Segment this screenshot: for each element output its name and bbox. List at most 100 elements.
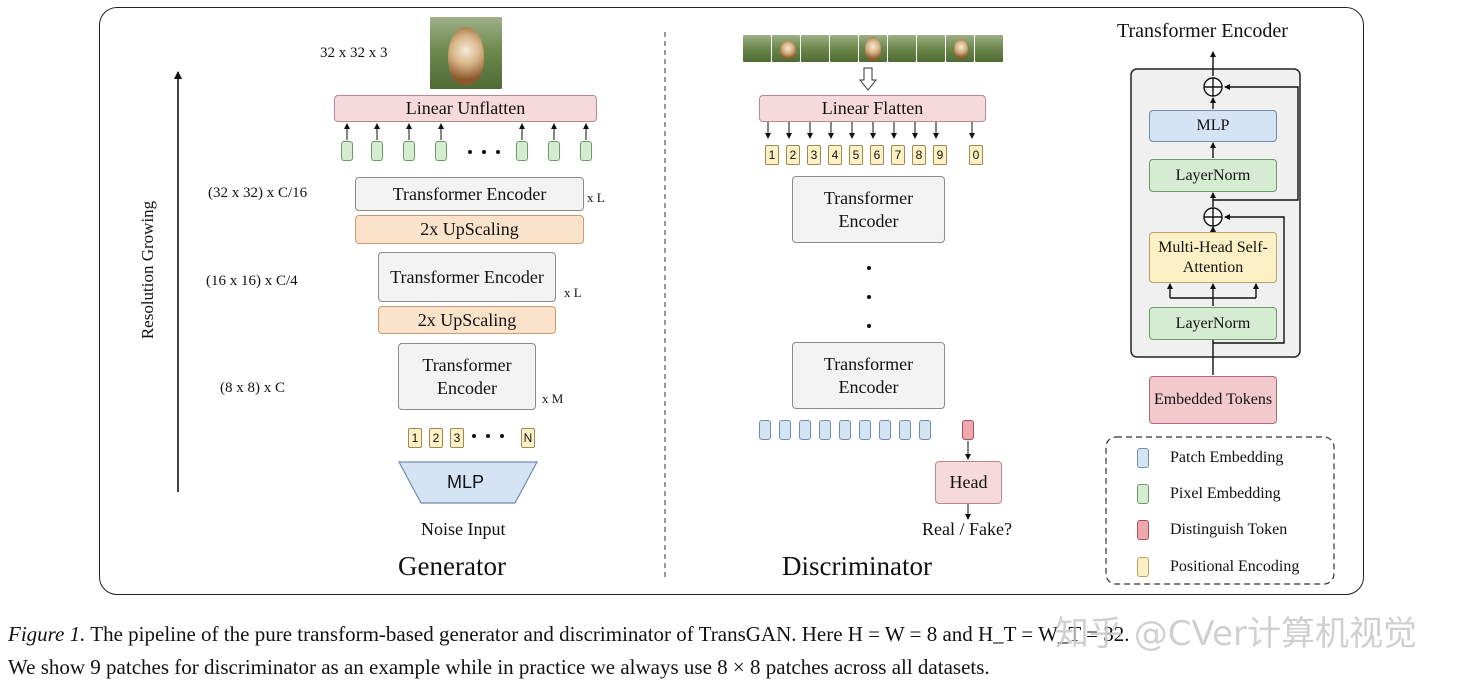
distinguish-output-token [962,420,974,440]
legend-swatch [1137,484,1149,504]
image-patch [917,35,945,62]
resolution-label-32: (32 x 32) x C/16 [208,185,308,201]
legend-label: Positional Encoding [1170,558,1300,575]
plus-node-upper [1203,77,1223,97]
legend-label: Distinguish Token [1170,521,1288,538]
patch-token: 8 [909,142,926,165]
image-patch [801,35,829,62]
layernorm-bottom-block: LayerNorm [1149,307,1277,340]
gen-encoder-1: Transformer Encoder [355,177,584,211]
patch-output-token [839,420,851,440]
patch-output-token [819,420,831,440]
disc-encoder-top: Transformer Encoder [792,176,945,243]
patch-output-token [899,420,911,440]
generated-dog-image [430,17,502,89]
encoder-mlp-block: MLP [1149,110,1277,142]
noise-token: 2 [426,425,443,448]
legend-box [1105,436,1335,585]
unflatten-arrows [344,123,589,140]
ellipsis-dots-gen-input [472,434,504,438]
patches-down-arrow [858,67,878,91]
encoder-3-repeat: x M [542,391,564,406]
attention-block: Multi-Head Self-Attention [1149,232,1277,283]
image-patch [888,35,916,62]
gen-upscale-1: 2x UpScaling [355,215,584,244]
image-size-label: 32 x 32 x 3 [320,45,388,61]
legend-label: Pixel Embedding [1170,485,1281,502]
caption-line-2: We show 9 patches for discriminator as a… [8,655,990,679]
image-patch [859,35,887,62]
figure-label: Figure 1. [8,622,86,646]
legend-pixel-embedding: Pixel Embedding [1137,484,1281,504]
encoder-2-repeat: x L [564,285,582,300]
image-patch [772,35,800,62]
patch-token: 9 [930,142,947,165]
legend-positional-encoding: Positional Encoding [1137,557,1299,577]
gen-upscale-2: 2x UpScaling [378,306,556,334]
pixel-token [341,141,353,161]
discriminator-title: Discriminator [782,551,932,581]
image-patch [975,35,1003,62]
pixel-token [403,141,415,161]
legend-label: Patch Embedding [1170,449,1284,466]
encoder-detail-flow [1167,51,1299,375]
noise-token: 1 [405,425,422,448]
layernorm-top-block: LayerNorm [1149,159,1277,192]
patch-token: 2 [783,142,800,165]
noise-token: 3 [447,425,464,448]
input-patch-strip [743,35,1005,62]
generator-title: Generator [398,551,506,581]
legend-patch-embedding: Patch Embedding [1137,448,1283,468]
linear-unflatten-block: Linear Unflatten [334,95,597,122]
generator-mlp-label: MLP [447,472,485,492]
resolution-growing-label: Resolution Growing [138,200,157,340]
disc-encoder-bottom: Transformer Encoder [792,342,945,409]
flatten-arrows [765,122,975,139]
legend-distinguish-token: Distinguish Token [1137,520,1287,540]
head-block: Head [935,461,1002,504]
patch-token: 1 [762,142,779,165]
ellipsis-dots-gen-top [468,150,500,154]
patch-output-token [879,420,891,440]
embedded-tokens-block: Embedded Tokens [1149,376,1277,424]
pixel-token [580,141,592,161]
legend-swatch [1137,520,1149,540]
caption-text-1: The pipeline of the pure transform-based… [90,622,1130,646]
watermark: 知乎 @CVer计算机视觉 [1054,614,1417,654]
pixel-token [371,141,383,161]
gen-encoder-3: Transformer Encoder [398,343,536,410]
image-patch [946,35,974,62]
patch-token: 5 [846,142,863,165]
legend-swatch [1137,557,1149,577]
patch-output-token [919,420,931,440]
encoder-detail-title: Transformer Encoder [1117,20,1288,42]
patch-token: 7 [888,142,905,165]
caption-line-1: Figure 1. The pipeline of the pure trans… [8,622,1129,647]
real-fake-label: Real / Fake? [922,519,1012,539]
distinguish-token: 0 [966,142,983,165]
vertical-ellipsis-disc [867,266,871,328]
gen-encoder-2: Transformer Encoder [378,252,556,302]
patch-token: 4 [825,142,842,165]
patch-token: 3 [804,142,821,165]
pixel-token [435,141,447,161]
noise-input-label: Noise Input [421,519,506,539]
patch-output-token [759,420,771,440]
patch-output-token [859,420,871,440]
noise-token: N [518,425,535,448]
encoder-1-repeat: x L [587,190,605,205]
image-patch [830,35,858,62]
image-patch [743,35,771,62]
pixel-token [516,141,528,161]
resolution-label-16: (16 x 16) x C/4 [206,273,298,289]
generator-mlp-shape [397,461,539,504]
pixel-token [548,141,560,161]
legend-swatch [1137,448,1149,468]
patch-output-token [799,420,811,440]
resolution-label-8: (8 x 8) x C [220,380,285,396]
linear-flatten-block: Linear Flatten [759,95,986,122]
patch-output-token [779,420,791,440]
patch-token: 6 [867,142,884,165]
plus-node-lower [1203,207,1223,227]
